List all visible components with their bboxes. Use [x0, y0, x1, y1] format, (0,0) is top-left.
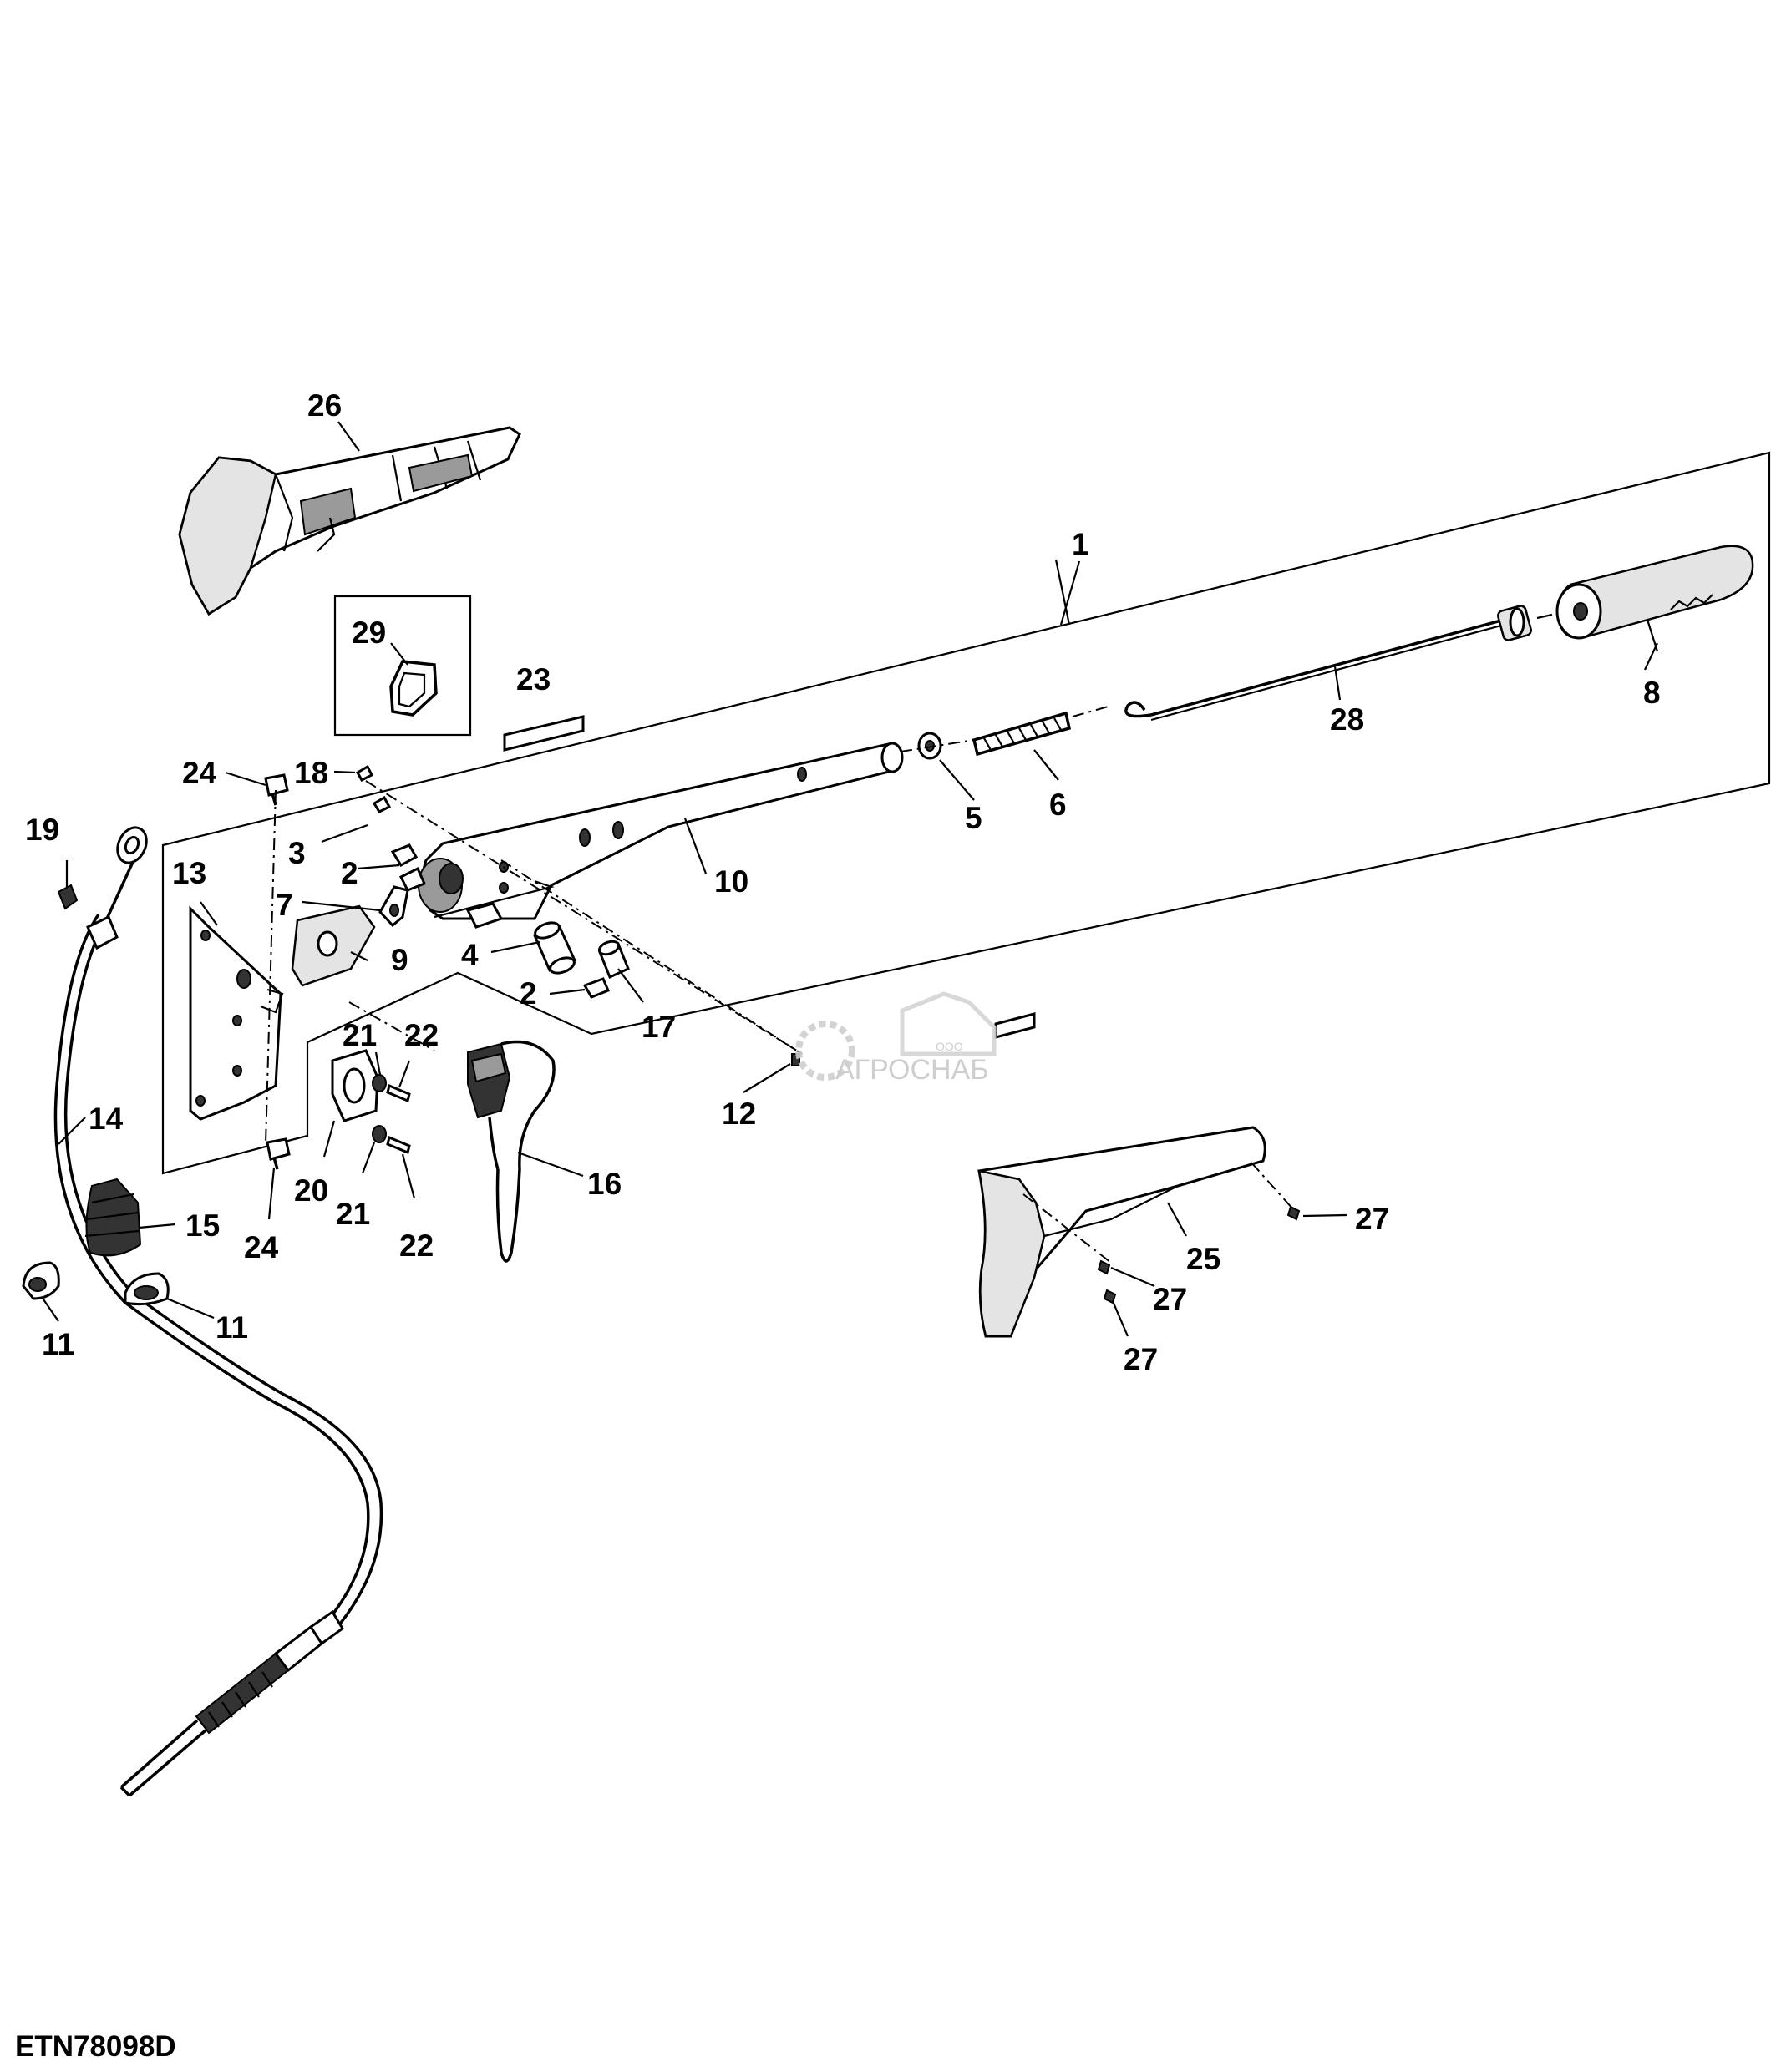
switch-harness — [467, 1040, 556, 1263]
callout-label: 4 — [461, 938, 479, 972]
watermark-prefix: ООО — [936, 1040, 963, 1053]
callout-label: 27 — [1124, 1342, 1158, 1376]
callout-label: 17 — [642, 1010, 676, 1044]
callout-label: 14 — [89, 1102, 124, 1136]
bolts — [264, 773, 291, 1170]
callout-label: 21 — [343, 1018, 377, 1052]
callout-label: 24 — [182, 756, 217, 790]
adjuster — [57, 884, 79, 910]
bushing — [597, 940, 630, 980]
callout-label: 29 — [352, 616, 386, 650]
alignment-lines — [265, 705, 1294, 1264]
console-cover-lower — [977, 1126, 1266, 1338]
cable-clamp — [331, 1049, 379, 1122]
callout-label: 11 — [42, 1327, 74, 1361]
cam — [378, 885, 409, 928]
callout-label: 26 — [307, 388, 342, 423]
watermark-text: АГРОСНАБ — [835, 1054, 989, 1086]
callout-label: 12 — [722, 1097, 756, 1131]
callout-label: 6 — [1049, 788, 1067, 822]
leader-lines — [43, 421, 1658, 1337]
mounting-plate — [291, 904, 376, 987]
callout-label: 27 — [1355, 1202, 1389, 1236]
callout-label: 25 — [1186, 1242, 1220, 1276]
brake-cable — [53, 826, 383, 1797]
washer — [917, 732, 942, 760]
decal-23 — [503, 715, 585, 752]
callout-label: 18 — [294, 756, 328, 790]
callout-label: 19 — [25, 813, 59, 847]
figure-code: ETN78098D — [15, 2030, 176, 2063]
grommet-right — [124, 1272, 170, 1306]
handle-grip — [1555, 545, 1754, 652]
clip-29-detail-box — [333, 595, 472, 737]
callout-label: 23 — [516, 662, 551, 697]
callout-label: 10 — [714, 864, 748, 899]
callout-label: 24 — [244, 1230, 279, 1264]
callout-label: 5 — [965, 801, 982, 835]
callout-label: 13 — [172, 856, 206, 890]
callout-label: 11 — [216, 1310, 248, 1345]
watermark: ООО АГРОСНАБ — [795, 991, 997, 1086]
callout-label: 3 — [288, 836, 306, 870]
callout-label: 2 — [520, 976, 537, 1011]
push-rod — [1124, 605, 1553, 722]
callout-label: 16 — [587, 1167, 622, 1201]
pivot-pin — [532, 921, 577, 975]
callout-label: 2 — [341, 856, 358, 890]
lever-arm — [418, 742, 904, 920]
lever-shaft-stub — [465, 902, 504, 929]
callout-label: 22 — [399, 1229, 434, 1263]
bracket — [189, 905, 284, 1121]
callout-label: 1 — [1072, 527, 1089, 561]
callout-label: 7 — [276, 888, 293, 922]
cover-screws — [1097, 1205, 1301, 1304]
callout-label: 15 — [185, 1208, 220, 1243]
rubber-boot — [84, 1178, 142, 1257]
callout-label: 27 — [1153, 1282, 1187, 1316]
spring — [972, 711, 1072, 757]
callout-label: 28 — [1330, 702, 1364, 737]
decal-strip-lower — [994, 1012, 1036, 1039]
assembly-panel — [161, 451, 1771, 1175]
callout-label: 9 — [391, 943, 408, 977]
callout-label: 21 — [336, 1197, 370, 1231]
retaining-clips — [355, 764, 610, 999]
callout-label: 20 — [294, 1173, 328, 1208]
callout-label: 22 — [404, 1018, 439, 1052]
screws — [386, 1083, 411, 1155]
console-cover-upper — [178, 426, 521, 616]
grommet-left — [22, 1261, 60, 1300]
callout-labels: 26 1 29 23 8 28 24 18 19 3 2 5 6 13 7 9 … — [25, 388, 1661, 1376]
callout-label: 8 — [1643, 676, 1661, 710]
